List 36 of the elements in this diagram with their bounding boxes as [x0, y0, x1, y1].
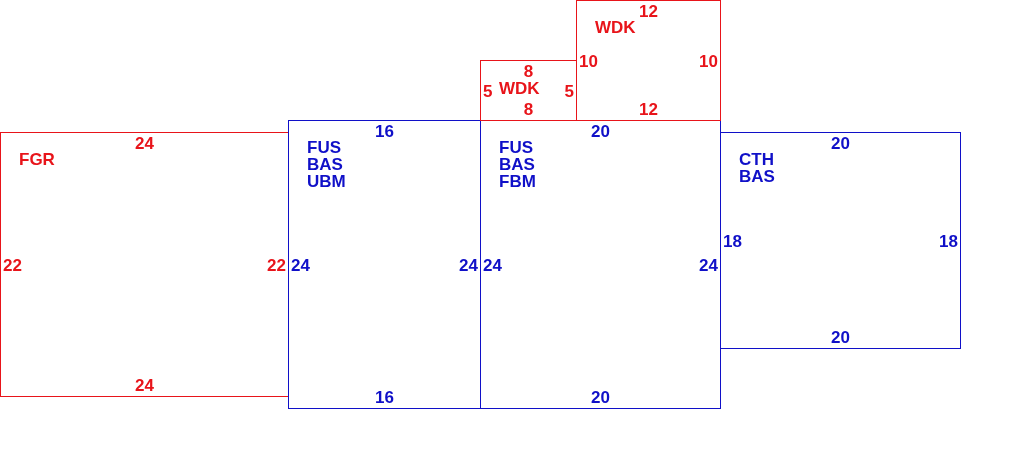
room-label: CTH BAS — [739, 151, 776, 185]
dimension-label: 10 — [699, 52, 718, 69]
dimension-label: 24 — [291, 256, 310, 273]
dimension-label: 5 — [564, 82, 574, 99]
room-outline — [720, 132, 961, 349]
room-label: FUS BAS UBM — [307, 139, 347, 190]
room-outline — [288, 120, 481, 409]
dimension-label: 12 — [639, 101, 658, 118]
dimension-label: 22 — [3, 256, 22, 273]
dimension-label: 8 — [523, 63, 534, 80]
room-outline — [0, 132, 289, 397]
room-label: FUS BAS FBM — [499, 139, 537, 190]
dimension-label: 16 — [375, 123, 394, 140]
dimension-label: 20 — [831, 329, 850, 346]
dimension-label: 8 — [523, 101, 534, 118]
room-label: WDK — [595, 19, 636, 36]
dimension-label: 10 — [579, 52, 598, 69]
dimension-label: 5 — [483, 82, 493, 99]
room-label: FGR — [19, 151, 56, 168]
dimension-label: 20 — [591, 123, 610, 140]
room-outline — [576, 0, 721, 121]
dimension-label: 20 — [831, 135, 850, 152]
room-label: WDK — [499, 80, 540, 97]
dimension-label: 22 — [267, 256, 286, 273]
dimension-label: 24 — [699, 256, 718, 273]
dimension-label: 24 — [459, 256, 478, 273]
dimension-label: 24 — [483, 256, 502, 273]
dimension-label: 24 — [135, 135, 154, 152]
dimension-label: 20 — [591, 389, 610, 406]
dimension-label: 12 — [639, 3, 658, 20]
dimension-label: 18 — [939, 232, 958, 249]
dimension-label: 24 — [135, 377, 154, 394]
dimension-label: 16 — [375, 389, 394, 406]
dimension-label: 18 — [723, 232, 742, 249]
room-outline — [480, 120, 721, 409]
room-outline — [480, 60, 577, 121]
